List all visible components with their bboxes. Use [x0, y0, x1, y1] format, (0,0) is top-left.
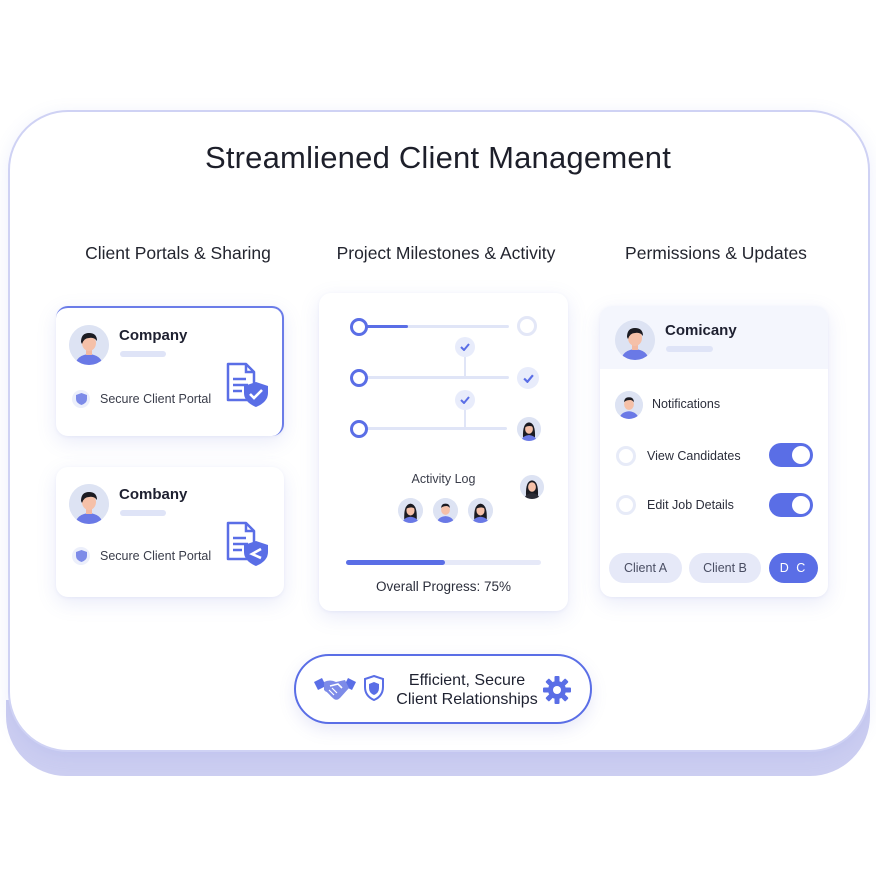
secure-portal-label: Secure Client Portal	[100, 392, 212, 406]
notifications-avatar	[615, 391, 643, 419]
view-candidates-radio[interactable]	[616, 446, 636, 466]
permissions-heading: Permissions & Updates	[625, 243, 807, 263]
check-icon	[517, 367, 539, 389]
overall-progress-fill	[346, 560, 446, 565]
gear-icon	[542, 675, 572, 710]
avatar-male	[433, 498, 458, 523]
company-name: Company	[119, 327, 188, 344]
milestone-progress	[359, 325, 408, 328]
edit-job-details-radio[interactable]	[616, 495, 636, 515]
milestones-card: Activity Log Overall Progress: 75%	[319, 293, 568, 611]
shield-icon	[72, 547, 90, 565]
relationships-badge: Efficient, Secure Client Relationships	[294, 654, 592, 724]
milestones-heading: Project Milestones & Activity	[336, 243, 556, 263]
secure-portal-row: Secure Client Portal	[72, 547, 211, 565]
milestone-node[interactable]	[350, 318, 368, 336]
edit-job-details-label: Edit Job Details	[647, 498, 734, 512]
notifications-label: Notifications	[652, 397, 721, 411]
milestone-end-empty	[517, 316, 537, 336]
check-icon	[455, 337, 475, 357]
document-shield-share-icon	[224, 521, 270, 572]
placeholder-bar	[120, 351, 166, 357]
milestone-track	[359, 325, 509, 328]
chip-dc[interactable]: D C	[769, 553, 818, 583]
company-name: Comicany	[665, 322, 737, 339]
view-candidates-toggle[interactable]	[769, 443, 813, 467]
overall-progress-track	[346, 560, 541, 565]
avatar	[69, 484, 109, 524]
shield-icon	[72, 390, 90, 408]
document-shield-check-icon	[224, 362, 270, 413]
placeholder-bar	[120, 510, 166, 516]
avatar	[615, 320, 655, 360]
avatar	[69, 325, 109, 365]
milestone-track	[359, 427, 507, 430]
avatar-female	[468, 498, 493, 523]
milestone-node[interactable]	[350, 420, 368, 438]
permissions-card: Comicany Notifications View Candidates E…	[600, 306, 828, 597]
shield-icon	[364, 674, 384, 706]
secure-portal-label: Secure Client Portal	[100, 549, 212, 563]
connector	[464, 357, 466, 377]
page-title: Streamliened Client Management	[204, 140, 672, 175]
overall-progress-label: Overall Progress: 75%	[375, 579, 512, 594]
edit-job-details-toggle[interactable]	[769, 493, 813, 517]
client-portal-card[interactable]: Company Secure Client Portal	[56, 306, 284, 436]
view-candidates-label: View Candidates	[647, 449, 741, 463]
badge-line-1: Efficient, Secure	[408, 672, 526, 689]
portals-heading: Client Portals & Sharing	[85, 243, 271, 263]
milestone-track	[359, 376, 509, 379]
chip-client-a[interactable]: Client A	[609, 553, 682, 583]
placeholder-bar	[666, 346, 713, 352]
badge-text: Efficient, Secure Client Relationships	[392, 671, 542, 709]
client-portal-card[interactable]: Combany Secure Client Portal	[56, 467, 284, 597]
connector	[464, 410, 466, 428]
avatar-female	[520, 475, 544, 499]
milestone-node[interactable]	[350, 369, 368, 387]
secure-portal-row: Secure Client Portal	[72, 390, 211, 408]
avatar-female	[517, 417, 541, 441]
activity-log-label: Activity Log	[411, 472, 476, 486]
badge-line-2: Client Relationships	[396, 691, 538, 708]
chip-client-b[interactable]: Client B	[689, 553, 761, 583]
avatar-female	[398, 498, 423, 523]
check-icon	[455, 390, 475, 410]
handshake-icon	[312, 676, 358, 709]
company-name: Combany	[119, 486, 188, 503]
